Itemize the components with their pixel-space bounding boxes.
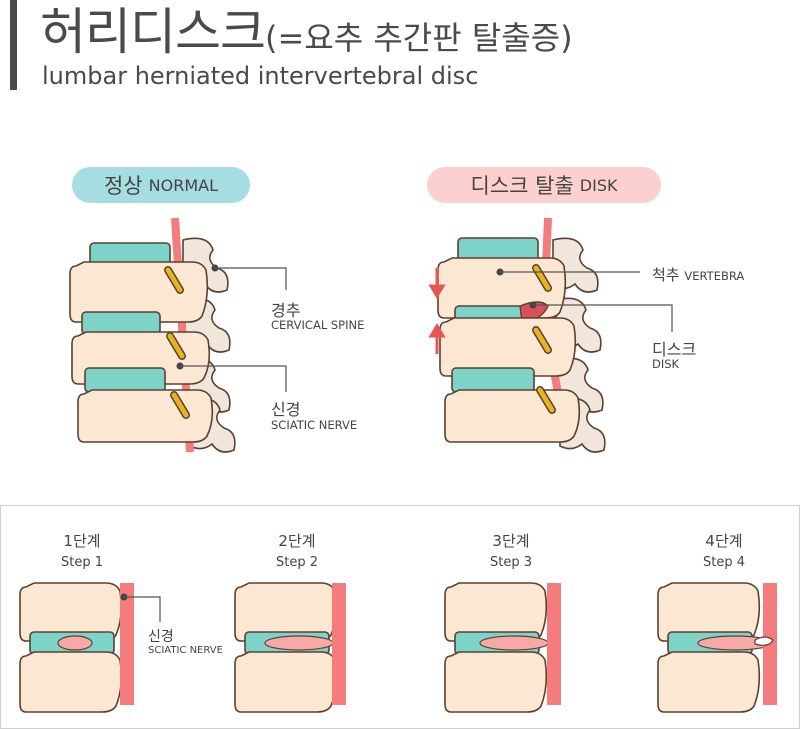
label-spine-en: CERVICAL SPINE bbox=[271, 318, 365, 332]
stage-1-lower-vertebra bbox=[19, 651, 123, 713]
normal-facet-3 bbox=[171, 392, 189, 418]
disk-badge-en: DISK bbox=[579, 175, 618, 195]
normal-vertebra-3 bbox=[77, 389, 214, 443]
stage-nerve-ko: 신경 bbox=[148, 629, 174, 645]
label-disk-ko: 디스크 bbox=[652, 340, 697, 359]
label-vertebra-en: VERTEBRA bbox=[684, 269, 745, 283]
stage-nerve-en: SCIATIC NERVE bbox=[148, 645, 223, 656]
stage-1-ko: 1단계 bbox=[63, 532, 101, 550]
title-suffix: (=요추 추간판 탈출증) bbox=[265, 19, 573, 57]
stage-2-en: Step 2 bbox=[275, 555, 318, 570]
stage-3-lower-vertebra bbox=[444, 651, 548, 713]
label-nerve-en: SCIATIC NERVE bbox=[271, 418, 358, 432]
normal-nerve-leader bbox=[180, 365, 287, 392]
stage-4-label: 4단계 Step 4 bbox=[664, 530, 784, 570]
label-vertebra-ko: 척추 VERTEBRA bbox=[652, 264, 744, 285]
normal-facet-1 bbox=[165, 267, 183, 293]
stage-3-en: Step 3 bbox=[489, 555, 532, 570]
normal-spine-leader bbox=[215, 267, 287, 290]
compression-arrow-up-icon bbox=[428, 323, 446, 354]
disk-facet-2 bbox=[533, 327, 551, 353]
page-subtitle: lumbar herniated intervertebral disc bbox=[42, 62, 479, 90]
disk-vertebra-3 bbox=[444, 389, 581, 443]
label-vertebra-ko-text: 척추 bbox=[652, 266, 680, 284]
compression-arrow-down-icon bbox=[428, 268, 446, 299]
stage-2-nerve bbox=[332, 583, 346, 705]
label-disk-en: DISK bbox=[652, 357, 680, 371]
page-title: 허리디스크(=요추 추간판 탈출증) bbox=[40, 0, 573, 64]
disk-badge-ko: 디스크 탈출 bbox=[470, 174, 574, 198]
disk-disc-3 bbox=[451, 367, 535, 393]
stage-3-ko: 3단계 bbox=[492, 532, 530, 550]
stage-nerve-leader bbox=[124, 596, 161, 622]
disk-facet-1 bbox=[533, 265, 551, 291]
stage-1-label: 1단계 Step 1 bbox=[22, 530, 142, 570]
stage-4-lower-vertebra bbox=[657, 651, 761, 713]
normal-disc-3 bbox=[84, 367, 166, 393]
stage-3-label: 3단계 Step 3 bbox=[451, 530, 571, 570]
normal-disc-2 bbox=[81, 311, 161, 335]
stage-1-nucleus bbox=[57, 635, 93, 651]
disk-disc-leader bbox=[533, 304, 673, 332]
stage-4-ko: 4단계 bbox=[705, 532, 743, 550]
stage-2-label: 2단계 Step 2 bbox=[237, 530, 357, 570]
stage-3-nerve bbox=[547, 583, 561, 705]
title-accent-bar bbox=[10, 0, 17, 90]
stage-2-ko: 2단계 bbox=[278, 532, 316, 550]
disk-facet-3 bbox=[537, 387, 555, 413]
stage-4-en: Step 4 bbox=[702, 555, 745, 570]
stage-1-en: Step 1 bbox=[60, 555, 103, 570]
label-nerve-ko: 신경 bbox=[271, 400, 301, 419]
normal-badge-en: NORMAL bbox=[148, 175, 218, 195]
stage-1-nerve bbox=[120, 583, 134, 705]
normal-badge-ko: 정상 bbox=[104, 174, 143, 198]
normal-facet-2 bbox=[167, 333, 185, 359]
title-main: 허리디스크 bbox=[40, 3, 266, 61]
label-spine-ko: 경추 bbox=[271, 301, 301, 320]
stage-4-nerve-compression bbox=[754, 636, 774, 646]
